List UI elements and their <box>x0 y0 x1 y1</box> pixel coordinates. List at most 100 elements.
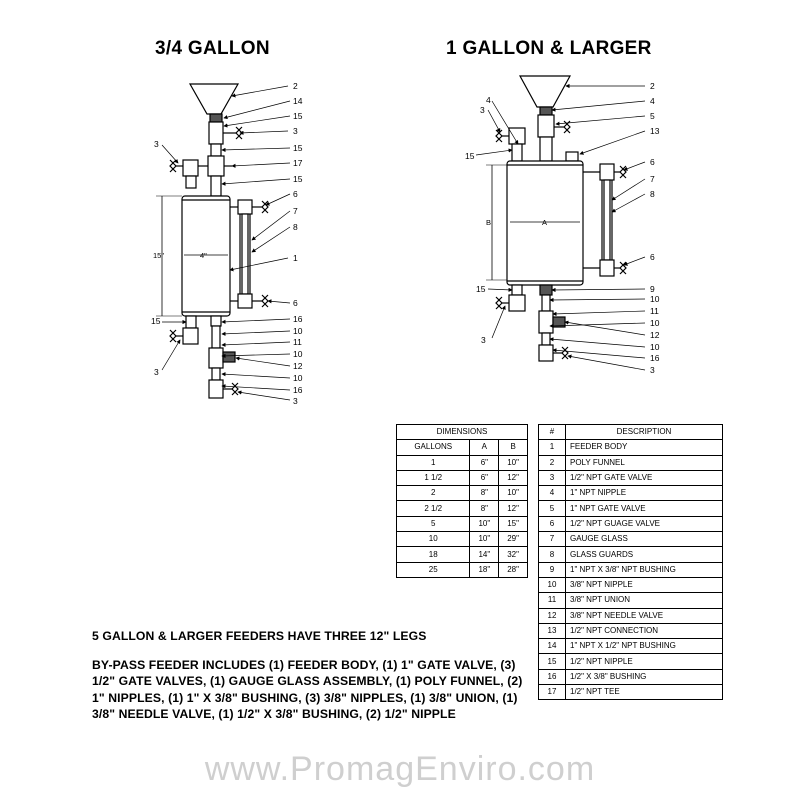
callout: 17 <box>293 158 303 168</box>
left-needle-valve <box>222 351 236 363</box>
callout: 15 <box>293 174 303 184</box>
cell: 18" <box>469 561 500 578</box>
cell: 3 <box>538 469 566 487</box>
cell: 15 <box>538 653 566 670</box>
right-width-label: A <box>542 218 547 227</box>
callout: 6 <box>650 252 655 262</box>
cell: 6" <box>469 469 500 487</box>
cell: FEEDER BODY <box>565 439 723 456</box>
callout: 3 <box>480 105 485 115</box>
callout: 10 <box>293 326 303 336</box>
cell: GAUGE GLASS <box>565 531 723 548</box>
callout: 10 <box>293 373 303 383</box>
cell: 17 <box>538 684 566 701</box>
right-union <box>538 310 554 334</box>
callout: 10 <box>650 342 660 352</box>
cell: 6 <box>538 515 566 533</box>
cell: 1/2" NPT CONNECTION <box>565 622 723 640</box>
right-leader-lines <box>475 83 646 371</box>
callout: 8 <box>650 189 655 199</box>
callout: 6 <box>293 189 298 199</box>
dimensions-header-row: GALLONS A B <box>395 439 528 456</box>
callout: 3 <box>293 396 298 406</box>
cell: 7 <box>538 531 566 548</box>
left-callout-labels: 2 14 15 3 15 17 15 6 7 8 1 6 16 10 11 10… <box>151 81 303 406</box>
right-diagram-title: 1 GALLON & LARGER <box>446 38 652 59</box>
cell: 8 <box>538 546 566 563</box>
feeder-diagrams: 15" 4" 2 14 15 3 15 17 15 6 7 <box>151 75 660 406</box>
callout: 9 <box>650 284 655 294</box>
cell: 4 <box>538 485 566 502</box>
left-side-gate-valve <box>182 159 199 177</box>
cell: 14" <box>469 546 500 563</box>
callout: 7 <box>650 174 655 184</box>
description-header-row: # DESCRIPTION <box>538 423 723 441</box>
cell: 2 1/2 <box>395 500 471 517</box>
callout: 15 <box>151 316 161 326</box>
right-gauge-glass <box>603 179 611 261</box>
cell: 3/8" NPT NIPPLE <box>565 576 723 594</box>
left-bottom-gate-valve <box>208 379 224 399</box>
callout: 5 <box>650 111 655 121</box>
callout: 10 <box>293 349 303 359</box>
header-cell: # <box>538 423 566 441</box>
cell: 1/2" X 3/8" BUSHING <box>565 668 723 686</box>
cell: 16 <box>538 668 566 686</box>
cell: 1/2" NPT NIPPLE <box>565 653 723 670</box>
cell: 8" <box>469 500 500 517</box>
cell: 10" <box>469 531 500 548</box>
header-cell: A <box>469 439 500 456</box>
callout: 1 <box>293 253 298 263</box>
left-top-nipple <box>210 143 222 157</box>
cell: 3/8" NPT NEEDLE VALVE <box>565 607 723 624</box>
cell: 10" <box>469 515 500 533</box>
left-feeder-drawing <box>156 83 269 399</box>
header-cell: DESCRIPTION <box>565 423 723 441</box>
callout: 3 <box>154 367 159 377</box>
cell: 1" NPT X 1/2" NPT BUSHING <box>565 638 723 655</box>
right-side-gate-valve <box>508 127 526 145</box>
right-feeder-drawing <box>486 75 627 362</box>
left-bottom-gauge-valve <box>237 293 253 309</box>
cell: GLASS GUARDS <box>565 546 723 563</box>
right-bottom-gate-valve <box>538 344 554 362</box>
cell: 1" NPT GATE VALVE <box>565 500 723 517</box>
cell: 29" <box>498 531 528 548</box>
right-connection <box>565 151 579 162</box>
callout: 3 <box>154 139 159 149</box>
callout: 8 <box>293 222 298 232</box>
cell: 1/2" NPT GUAGE VALVE <box>565 515 723 533</box>
left-poly-funnel <box>188 83 240 115</box>
callout: 10 <box>650 294 660 304</box>
cell: 10" <box>498 485 528 502</box>
callout: 15 <box>293 111 303 121</box>
callout: 10 <box>650 318 660 328</box>
left-diagram-title: 3/4 GALLON <box>155 38 270 59</box>
callout: 15 <box>293 143 303 153</box>
callout: 11 <box>293 337 302 347</box>
cell: 10 <box>395 531 471 548</box>
callout: 14 <box>293 96 303 106</box>
right-poly-funnel <box>518 75 572 108</box>
cell: 1/2" NPT TEE <box>565 684 723 701</box>
cell: 5 <box>395 515 471 533</box>
cell: 1 <box>395 454 471 471</box>
dimensions-table-title: DIMENSIONS <box>396 423 528 441</box>
cell: 1" NPT X 3/8" NPT BUSHING <box>565 561 723 578</box>
cell: 1/2" NPT GATE VALVE <box>565 469 723 487</box>
